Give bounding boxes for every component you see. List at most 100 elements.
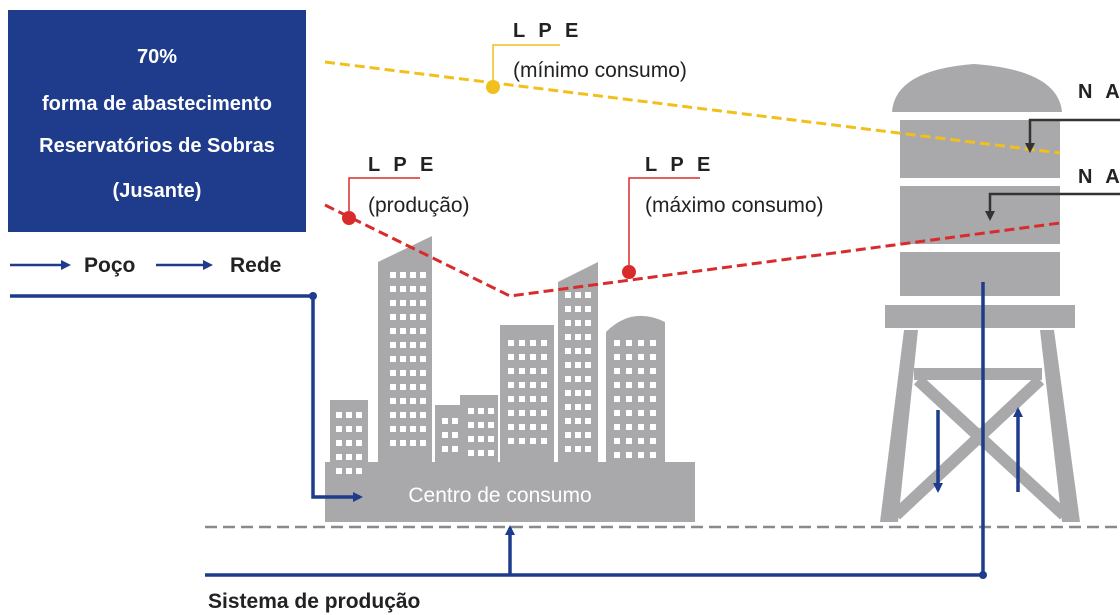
building-window	[400, 426, 406, 432]
na-top-label: N A	[1078, 81, 1120, 103]
building-window	[585, 376, 591, 382]
building-window	[442, 446, 448, 452]
tower-leg-right	[1040, 330, 1080, 522]
building-window	[400, 328, 406, 334]
building-window	[626, 368, 632, 374]
building-window	[585, 320, 591, 326]
building-window	[638, 382, 644, 388]
building-window	[452, 418, 458, 424]
building-window	[626, 438, 632, 444]
building-window	[575, 446, 581, 452]
na-bottom-label: N A	[1078, 166, 1120, 188]
building-window	[565, 320, 571, 326]
building-window	[410, 426, 416, 432]
building-window	[638, 424, 644, 430]
building-window	[530, 340, 536, 346]
tower-roof	[892, 64, 1062, 112]
building-window	[508, 438, 514, 444]
building-window	[650, 368, 656, 374]
building-window	[585, 292, 591, 298]
building-window	[336, 468, 342, 474]
building-window	[638, 452, 644, 458]
building-window	[390, 342, 396, 348]
building-window	[478, 408, 484, 414]
building-window	[488, 436, 494, 442]
building-window	[614, 368, 620, 374]
building-window	[410, 328, 416, 334]
building-window	[336, 454, 342, 460]
building-window	[508, 424, 514, 430]
lpe-prod-subtitle: (produção)	[368, 194, 470, 217]
info-box-background	[8, 10, 306, 232]
building-window	[530, 410, 536, 416]
building-window	[519, 368, 525, 374]
building-window	[565, 376, 571, 382]
building-window	[410, 314, 416, 320]
building-window	[356, 440, 362, 446]
lpe-max-point	[622, 265, 636, 279]
building-window	[519, 340, 525, 346]
building-window	[400, 314, 406, 320]
building-window	[390, 356, 396, 362]
info-box: 70% forma de abastecimento Reservatórios…	[8, 10, 306, 232]
tank-section-1	[900, 120, 1060, 178]
building-window	[575, 306, 581, 312]
building-window	[575, 334, 581, 340]
building-window	[420, 384, 426, 390]
building-window	[400, 412, 406, 418]
building-window	[585, 432, 591, 438]
building-window	[519, 382, 525, 388]
building-window	[565, 292, 571, 298]
building-window	[410, 384, 416, 390]
pipe-network	[10, 282, 1023, 577]
building-window	[420, 272, 426, 278]
building-window	[638, 396, 644, 402]
building-window	[478, 450, 484, 456]
building-window	[346, 426, 352, 432]
building-window	[585, 446, 591, 452]
building-window	[420, 370, 426, 376]
building-window	[650, 438, 656, 444]
lpe-min-line	[324, 60, 1061, 155]
city-base	[325, 462, 695, 522]
building-window	[336, 426, 342, 432]
building-window	[541, 340, 547, 346]
building-window	[650, 424, 656, 430]
building-window	[400, 370, 406, 376]
building-window	[585, 334, 591, 340]
lpe-prod-title: L P E	[368, 154, 437, 176]
building-window	[519, 396, 525, 402]
building-window	[565, 418, 571, 424]
building-window	[468, 450, 474, 456]
building-window	[508, 368, 514, 374]
building-window	[541, 410, 547, 416]
building-window	[626, 382, 632, 388]
building-window	[519, 354, 525, 360]
building-window	[638, 438, 644, 444]
building-window	[530, 382, 536, 388]
building-window	[530, 368, 536, 374]
building-window	[541, 354, 547, 360]
building-window	[626, 340, 632, 346]
building-window	[565, 306, 571, 312]
flow-label-poco: Poço	[84, 254, 135, 277]
building-window	[336, 440, 342, 446]
tower-leg-left	[880, 330, 918, 522]
building-window	[390, 440, 396, 446]
building-window	[420, 412, 426, 418]
building-window	[420, 356, 426, 362]
building-window	[530, 396, 536, 402]
building-window	[575, 376, 581, 382]
building-window	[541, 424, 547, 430]
lpe-max-subtitle: (máximo consumo)	[645, 194, 824, 217]
building-window	[575, 320, 581, 326]
production-system-label: Sistema de produção	[208, 590, 420, 613]
city-skyline	[325, 236, 695, 522]
building-window	[508, 396, 514, 402]
building-window	[650, 396, 656, 402]
building-window	[390, 412, 396, 418]
building-window	[575, 292, 581, 298]
building-window	[356, 412, 362, 418]
building-window	[336, 412, 342, 418]
pipe-junction-1	[309, 292, 317, 300]
